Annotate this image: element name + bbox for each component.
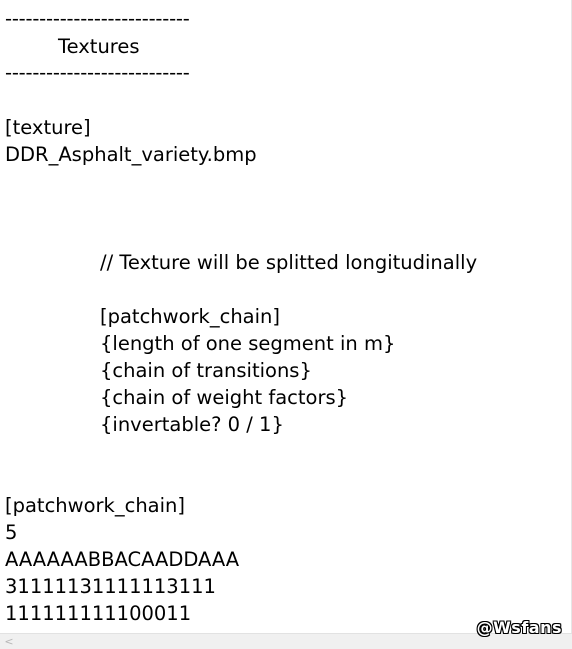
- chain-weights-line: 31111131111113111: [5, 575, 216, 598]
- texture-file-line: DDR_Asphalt_variety.bmp: [5, 143, 257, 166]
- separator-line-bottom: ---------------------------: [5, 61, 190, 84]
- watermark-logo: @Wsfans: [476, 618, 562, 637]
- text-content-area[interactable]: --------------------------- Textures ---…: [0, 0, 572, 633]
- doc-invertable-line: {invertable? 0 / 1}: [100, 413, 284, 436]
- chain-key-line: [patchwork_chain]: [5, 494, 186, 517]
- doc-chain-key-line: [patchwork_chain]: [100, 305, 281, 328]
- section-title-textures: Textures: [58, 35, 140, 58]
- comment-line: // Texture will be splitted longitudinal…: [100, 251, 478, 274]
- separator-line-top: ---------------------------: [5, 7, 190, 30]
- horizontal-scrollbar[interactable]: <: [0, 633, 572, 649]
- scroll-left-arrow-icon[interactable]: <: [4, 635, 14, 648]
- texture-key-line: [texture]: [5, 116, 91, 139]
- doc-weights-line: {chain of weight factors}: [100, 386, 349, 409]
- doc-length-line: {length of one segment in m}: [100, 332, 396, 355]
- doc-transitions-line: {chain of transitions}: [100, 359, 312, 382]
- chain-length-line: 5: [5, 521, 18, 544]
- chain-invertable-line: 111111111100011: [5, 602, 192, 625]
- chain-transitions-line: AAAAAABBACAADDAAA: [5, 548, 240, 571]
